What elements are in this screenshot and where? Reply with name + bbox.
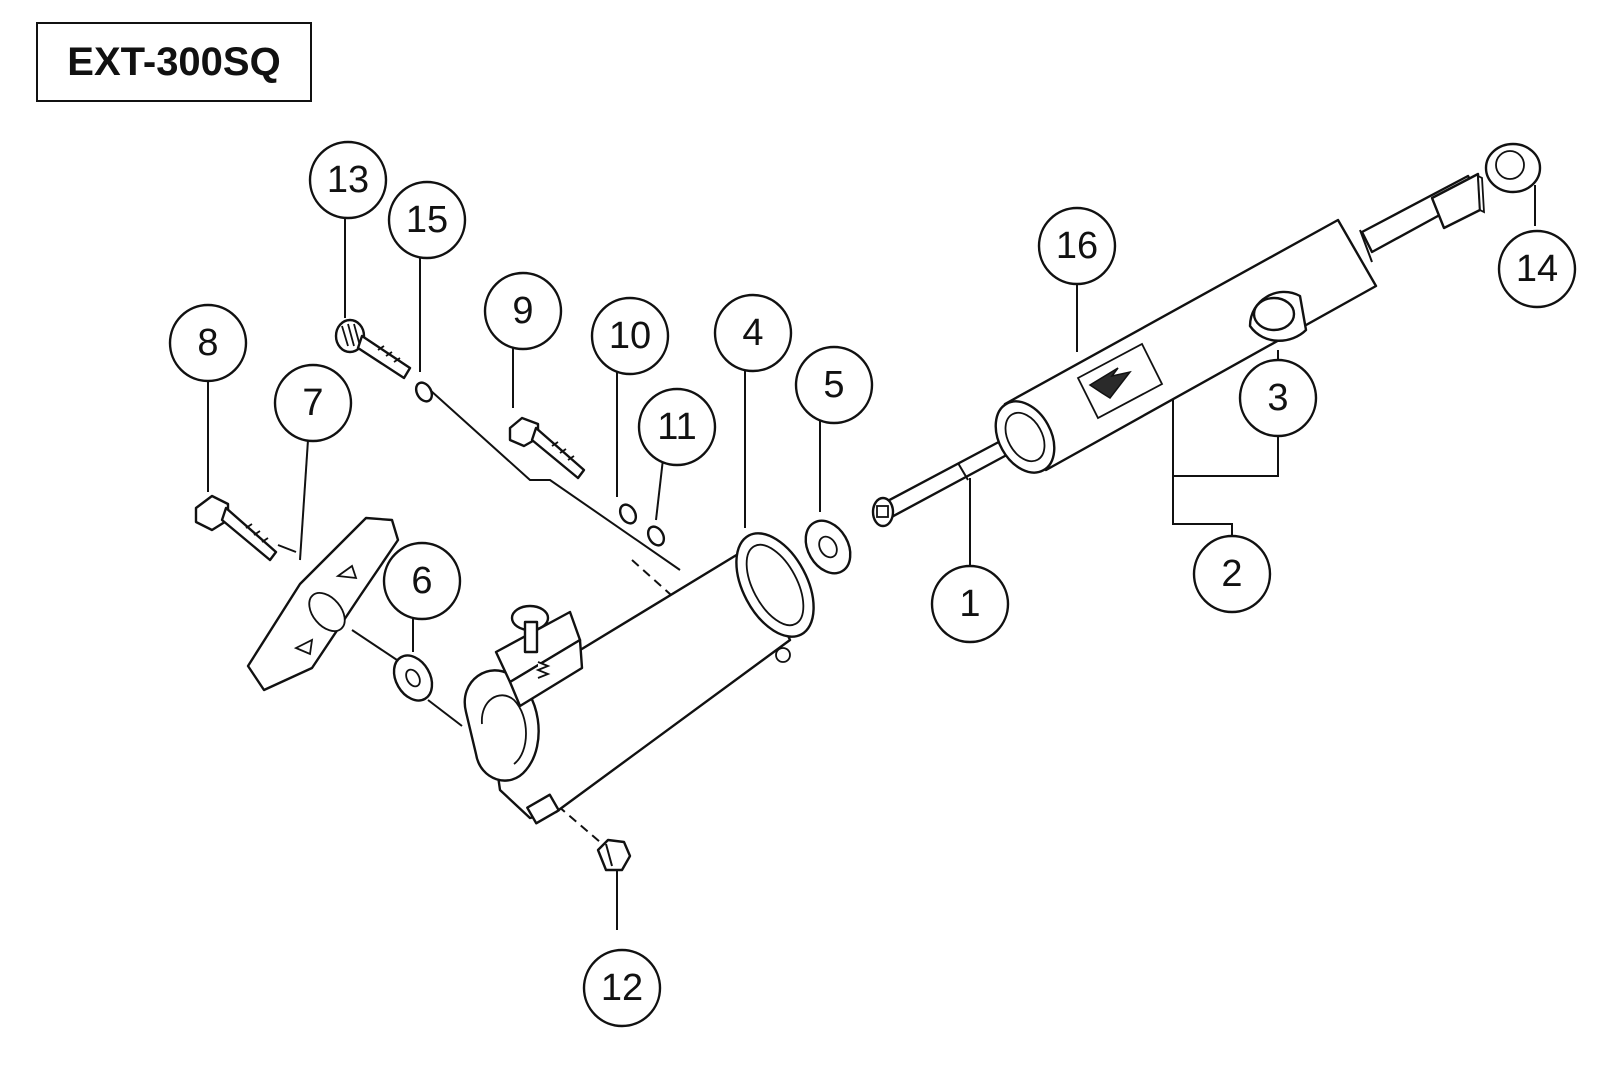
svg-text:11: 11 — [657, 406, 696, 448]
callout-11: 11 — [637, 387, 717, 467]
callout-7: 7 — [273, 363, 353, 443]
part-8-bolt — [194, 494, 278, 562]
callout-9: 9 — [483, 271, 563, 351]
part-9-bolt — [508, 416, 586, 480]
callout-4: 4 — [713, 293, 793, 373]
part-13-knurled-screw — [334, 318, 412, 380]
part-3-set-screw — [1248, 290, 1308, 342]
callout-2: 2 — [1192, 534, 1272, 614]
part-2-extension-body — [994, 218, 1378, 474]
svg-text:3: 3 — [1267, 377, 1288, 419]
svg-text:10: 10 — [609, 315, 651, 357]
model-title: EXT-300SQ — [36, 22, 312, 102]
part-12-nut — [596, 838, 632, 872]
part-15-washer — [414, 381, 434, 403]
svg-text:9: 9 — [512, 290, 533, 332]
svg-text:8: 8 — [197, 322, 218, 364]
part-11-washer — [646, 525, 666, 547]
callout-15: 15 — [387, 180, 467, 260]
brand-logo-icon — [1088, 367, 1132, 399]
svg-text:14: 14 — [1516, 248, 1558, 290]
part-1-hex-shaft — [871, 434, 1018, 528]
svg-text:6: 6 — [411, 560, 432, 602]
part-7-handle — [246, 516, 400, 692]
svg-text:16: 16 — [1056, 225, 1098, 267]
part-14-nut — [1484, 142, 1542, 194]
part-14-square-drive — [1360, 172, 1485, 254]
callout-14: 14 — [1497, 229, 1577, 309]
part-6-washer — [392, 654, 434, 702]
svg-text:4: 4 — [742, 312, 763, 354]
callout-5: 5 — [794, 345, 874, 425]
callout-16: 16 — [1037, 206, 1117, 286]
part-4-housing — [463, 532, 815, 825]
svg-text:2: 2 — [1221, 553, 1242, 595]
svg-text:13: 13 — [327, 159, 369, 201]
part-10-spring-washer — [618, 503, 638, 525]
svg-text:15: 15 — [406, 199, 448, 241]
callout-12: 12 — [582, 948, 662, 1028]
svg-text:1: 1 — [959, 583, 980, 625]
svg-text:7: 7 — [302, 382, 323, 424]
callout-8: 8 — [168, 303, 248, 383]
callout-3: 3 — [1238, 358, 1318, 438]
part-5-washer — [804, 519, 852, 575]
callout-6: 6 — [382, 541, 462, 621]
callout-10: 10 — [590, 296, 670, 376]
svg-text:12: 12 — [601, 967, 643, 1009]
callout-13: 13 — [308, 140, 388, 220]
callout-1: 1 — [930, 564, 1010, 644]
svg-text:5: 5 — [823, 364, 844, 406]
